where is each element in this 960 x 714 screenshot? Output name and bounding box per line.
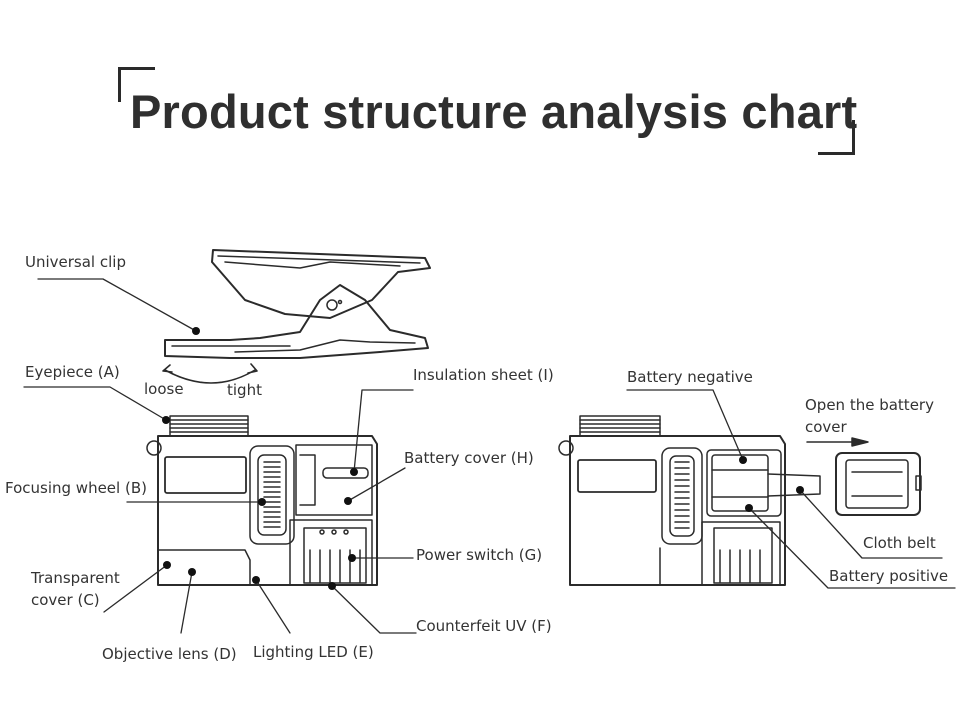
label-eyepiece: Eyepiece (A) [25,363,120,381]
label-loose: loose [144,380,184,398]
loose-tight-arc [164,369,256,384]
label-insulation-sheet: Insulation sheet (I) [413,366,554,384]
label-open-battery-cover-line1: Open the battery [805,396,934,414]
label-objective-lens: Objective lens (D) [102,645,237,663]
open-cover-arrow [806,437,869,447]
label-open-battery-cover-line2: cover [805,418,847,436]
label-cloth-belt: Cloth belt [863,534,936,552]
label-battery-negative: Battery negative [627,368,753,386]
page-title: Product structure analysis chart [130,85,858,138]
label-counterfeit-uv: Counterfeit UV (F) [416,617,552,635]
leader-lines [23,278,956,634]
universal-clip-drawing [164,249,431,359]
label-battery-cover: Battery cover (H) [404,449,534,467]
label-universal-clip: Universal clip [25,253,126,271]
right-device-drawing [558,415,922,586]
label-transparent-cover-line1: Transparent [31,569,120,587]
label-battery-positive: Battery positive [829,567,949,585]
label-lighting-led: Lighting LED (E) [253,643,374,661]
title-bracket-top-left [118,67,155,102]
label-transparent-cover-line2: cover (C) [31,591,100,609]
label-focusing-wheel: Focusing wheel (B) [5,479,147,497]
label-power-switch: Power switch (G) [416,546,543,564]
title-bracket-bottom-right [818,120,855,155]
label-tight: tight [227,381,262,399]
leader-dots [162,327,804,590]
